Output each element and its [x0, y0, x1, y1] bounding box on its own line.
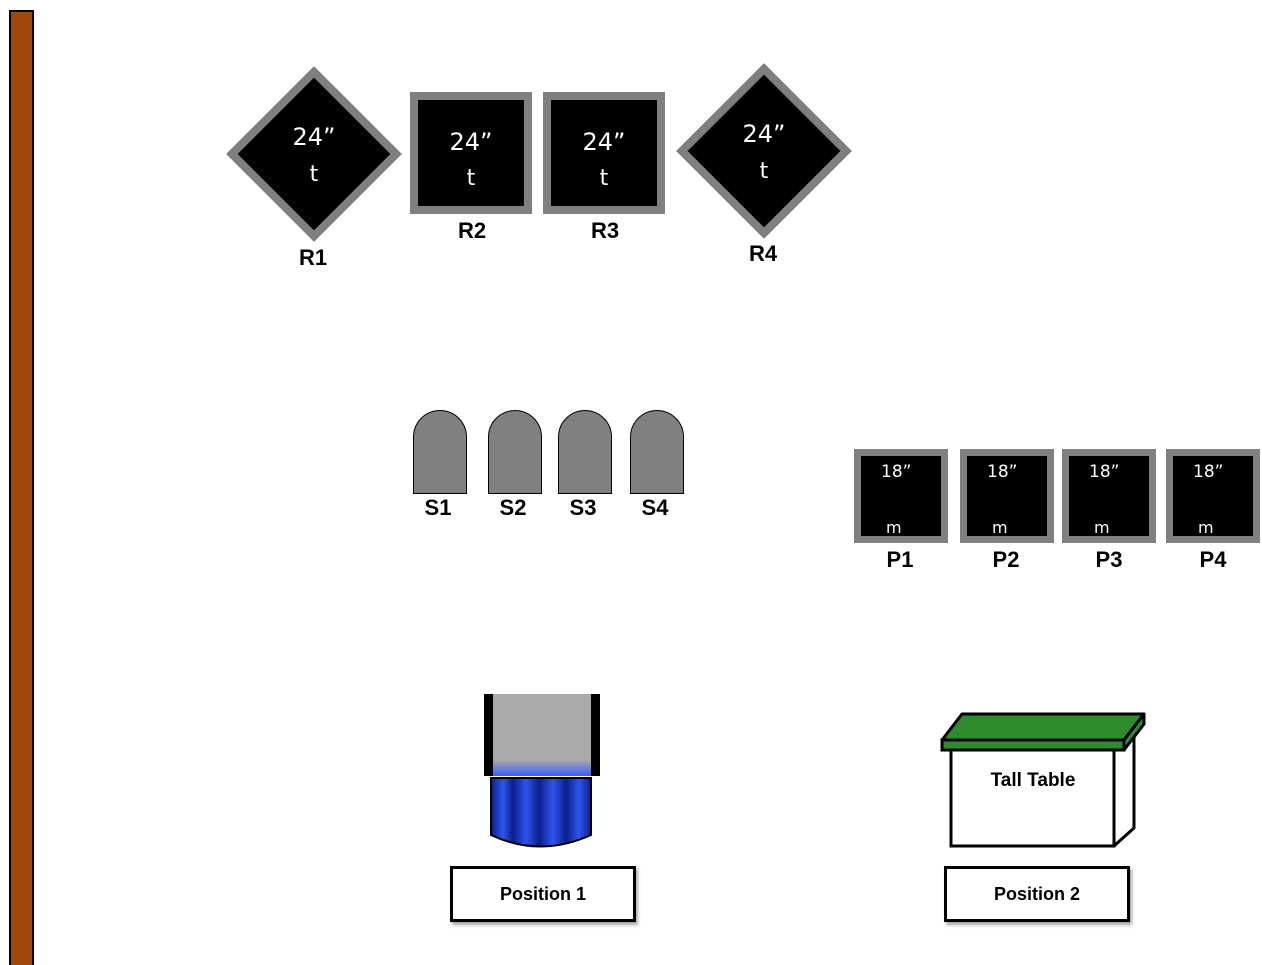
- platform-p2-type: m: [992, 518, 1008, 537]
- table-r4-label: R4: [748, 241, 778, 266]
- seat-s2[interactable]: [488, 410, 542, 494]
- table-r2-type: t: [466, 166, 476, 191]
- seat-s4-label: S4: [641, 495, 669, 520]
- position-2-box[interactable]: Position 2: [944, 866, 1130, 922]
- position-1-box[interactable]: Position 1: [450, 866, 636, 922]
- seat-s2-label: S2: [499, 495, 527, 520]
- platform-p3-size: 18”: [1089, 462, 1120, 482]
- platform-p1-size: 18”: [881, 462, 912, 482]
- seat-s1-label: S1: [424, 495, 452, 520]
- table-r1-type: t: [309, 162, 319, 187]
- table-r1-size: 24”: [292, 123, 336, 151]
- platform-p1-type: m: [886, 518, 902, 537]
- table-r3-type: t: [599, 166, 609, 191]
- table-r1-label: R1: [298, 245, 328, 270]
- platform-p1-label: P1: [886, 547, 914, 572]
- platform-p2-label: P2: [992, 547, 1020, 572]
- seat-s1[interactable]: [413, 410, 467, 494]
- table-r3-size: 24”: [582, 128, 626, 156]
- table-r2-size: 24”: [449, 128, 493, 156]
- platform-p2[interactable]: 18” m: [960, 449, 1054, 543]
- platform-p3[interactable]: 18” m: [1062, 449, 1156, 543]
- platform-p4-size: 18”: [1193, 462, 1224, 482]
- platform-p3-type: m: [1094, 518, 1110, 537]
- table-r2-label: R2: [457, 218, 487, 243]
- table-r2[interactable]: 24” t: [410, 92, 532, 214]
- seat-s3[interactable]: [558, 410, 612, 494]
- tall-table-label: Tall Table: [990, 770, 1076, 791]
- table-r3[interactable]: 24” t: [543, 92, 665, 214]
- table-r3-label: R3: [590, 218, 620, 243]
- wall: [9, 10, 34, 965]
- table-r4-size: 24”: [742, 120, 786, 148]
- platform-p4-type: m: [1198, 518, 1214, 537]
- seat-s3-label: S3: [569, 495, 597, 520]
- platform-p3-label: P3: [1095, 547, 1123, 572]
- platform-p4[interactable]: 18” m: [1166, 449, 1260, 543]
- table-r1[interactable]: 24” t: [226, 66, 402, 242]
- seat-s4[interactable]: [630, 410, 684, 494]
- platform-p2-size: 18”: [987, 462, 1018, 482]
- platform-p4-label: P4: [1199, 547, 1227, 572]
- table-r4[interactable]: 24” t: [676, 63, 852, 239]
- table-r4-type: t: [759, 159, 769, 184]
- tall-table-icon: [940, 712, 1146, 848]
- camera-icon: [484, 694, 600, 848]
- platform-p1[interactable]: 18” m: [854, 449, 948, 543]
